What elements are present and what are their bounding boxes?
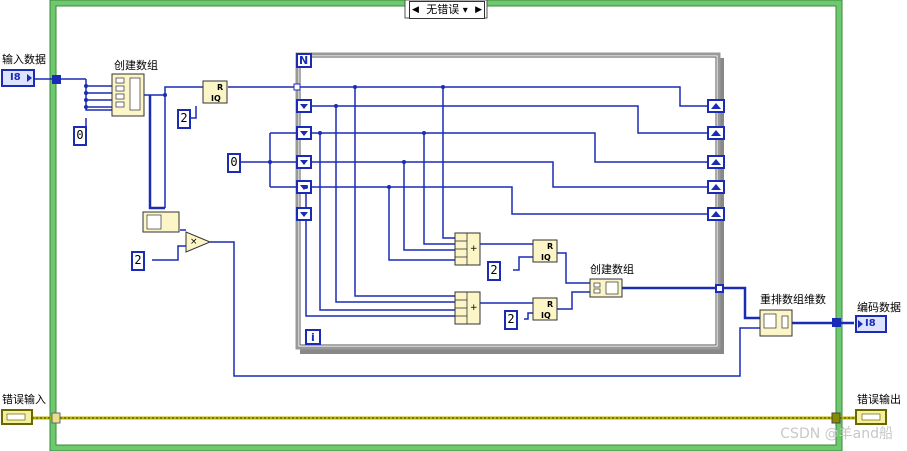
build-array-label-1: 创建数组: [114, 59, 158, 72]
loop-count-terminal[interactable]: [296, 53, 312, 68]
for-loop[interactable]: [295, 52, 724, 354]
error-in-terminal[interactable]: [1, 409, 33, 425]
quotient-remainder-node-3[interactable]: [532, 297, 558, 321]
input-tunnel: [52, 75, 61, 84]
case-prev-arrow-icon[interactable]: ◀: [412, 5, 419, 15]
input-data-terminal[interactable]: [1, 69, 35, 87]
constant-two-multiply[interactable]: 2: [131, 251, 145, 271]
encoded-data-terminal[interactable]: [855, 315, 887, 333]
watermark: CSDN @羊and船: [780, 426, 893, 442]
error-in-tunnel: [51, 412, 61, 424]
loop-count-label: N: [299, 54, 309, 67]
quotient-r-label-2: R: [547, 242, 554, 251]
encoded-data-label: 编码数据: [857, 301, 901, 314]
input-type-label: I8: [10, 72, 21, 83]
right-shift-registers: [707, 99, 725, 221]
case-dropdown-icon[interactable]: ▾: [462, 5, 468, 16]
constant-zero-mid[interactable]: 0: [227, 153, 241, 173]
left-shift-registers: [296, 99, 312, 221]
add-symbol-2: +: [470, 303, 478, 313]
add-symbol-1: +: [470, 244, 478, 254]
quotient-remainder-node-2[interactable]: [532, 239, 558, 263]
build-array-label-2: 创建数组: [590, 263, 634, 276]
multiply-symbol: ×: [190, 237, 198, 247]
compound-add-node-2[interactable]: [454, 291, 481, 325]
output-tunnel: [832, 318, 841, 327]
error-out-terminal[interactable]: [855, 409, 887, 425]
error-out-label: 错误输出: [857, 393, 901, 406]
case-selector-label: 无错误: [426, 3, 460, 16]
input-data-label: 输入数据: [2, 53, 46, 66]
error-out-tunnel: [831, 412, 841, 424]
array-size-node[interactable]: [142, 211, 180, 233]
quotient-iq-label-3: IQ: [541, 311, 551, 320]
wire-junctions: [84, 84, 445, 189]
case-selector[interactable]: ◀ 无错误 ▾ ▶: [409, 1, 485, 19]
quotient-iq-label-2: IQ: [541, 253, 551, 262]
reshape-array-label: 重排数组维数: [760, 293, 826, 306]
build-array-node-2[interactable]: [589, 278, 623, 298]
constant-two-top[interactable]: 2: [177, 109, 191, 129]
multiply-node[interactable]: [185, 231, 212, 253]
reshape-array-node[interactable]: [759, 309, 793, 337]
case-next-arrow-icon[interactable]: ▶: [475, 5, 482, 15]
quotient-iq-label-1: IQ: [211, 94, 221, 103]
quotient-r-label-1: R: [217, 83, 224, 92]
loop-output-tunnel: [715, 284, 724, 293]
quotient-r-label-3: R: [547, 300, 554, 309]
quotient-remainder-node-1[interactable]: [202, 80, 228, 104]
compound-add-node-1[interactable]: [454, 232, 481, 266]
loop-input-tunnel: [293, 83, 301, 91]
constant-two-quotient-1[interactable]: 2: [487, 261, 501, 281]
constant-two-quotient-2[interactable]: 2: [504, 310, 518, 330]
build-array-node-1[interactable]: [111, 73, 145, 117]
output-type-label: I8: [865, 318, 876, 329]
loop-iteration-label: i: [311, 331, 315, 344]
constant-zero-left[interactable]: 0: [73, 126, 87, 146]
loop-iteration-terminal: [305, 329, 321, 345]
error-in-label: 错误输入: [2, 393, 46, 406]
